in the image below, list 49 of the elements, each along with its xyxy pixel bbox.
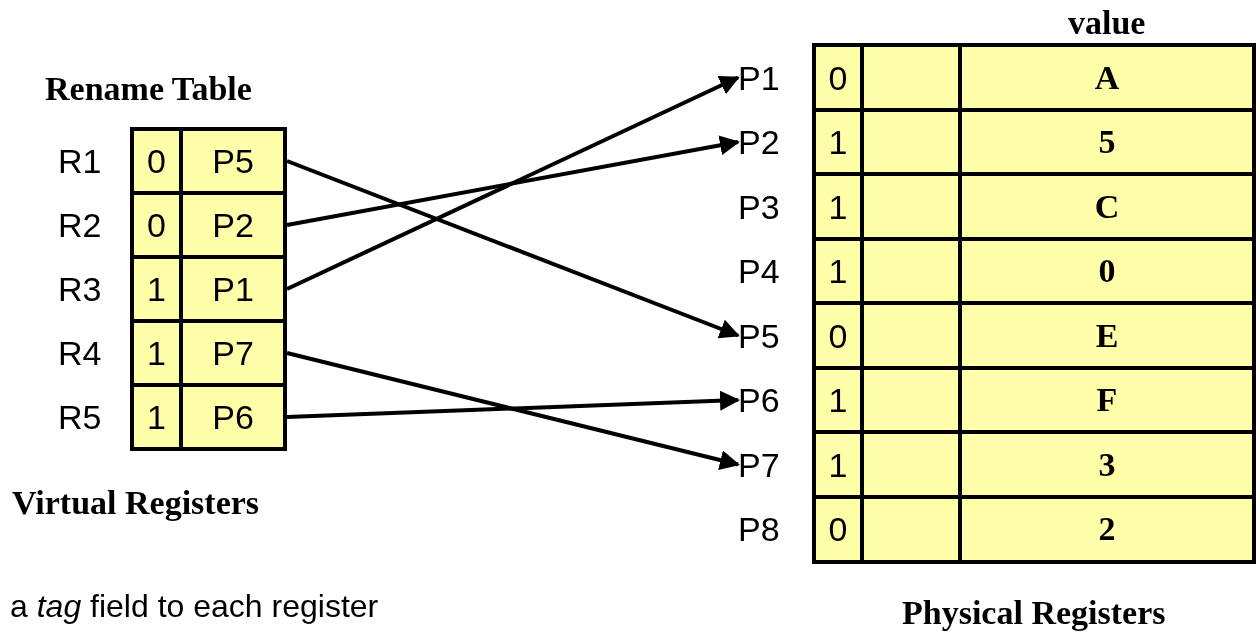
- arrow: [286, 351, 740, 470]
- register-value: 0: [962, 240, 1252, 302]
- register-name: R4: [58, 336, 103, 370]
- register-name: R5: [58, 400, 103, 434]
- physical-register-pointer: P7: [183, 323, 283, 383]
- register-name: R3: [58, 272, 103, 306]
- physical-register-pointer: P1: [183, 259, 283, 319]
- tag-bit: 1: [134, 387, 179, 447]
- physical-register-pointer: P5: [183, 131, 283, 191]
- register-value: 5: [962, 111, 1252, 173]
- arrow: [286, 75, 740, 291]
- tag-bit: 1: [816, 434, 860, 495]
- register-value: F: [962, 369, 1252, 431]
- table-title: Rename Table: [45, 72, 252, 106]
- physical-register-pointer: P2: [183, 195, 283, 255]
- note-text: a tag field to each register: [10, 590, 379, 622]
- column-header: value: [1068, 6, 1146, 40]
- register-value: A: [962, 47, 1252, 108]
- tag-bit: 1: [816, 369, 860, 431]
- register-value: C: [962, 176, 1252, 237]
- tag-bit: 1: [816, 240, 860, 302]
- tag-bit: 1: [816, 176, 860, 237]
- register-value: 2: [962, 498, 1252, 560]
- register-name: R1: [58, 144, 103, 178]
- tag-bit: 1: [134, 323, 179, 383]
- register-name: P3: [738, 189, 781, 224]
- register-name: P5: [738, 318, 781, 353]
- register-name: P1: [738, 60, 781, 95]
- register-name: P8: [738, 512, 781, 546]
- tag-bit: 0: [816, 305, 860, 366]
- arrow: [286, 135, 740, 227]
- tag-bit: 0: [134, 131, 179, 191]
- physical-register-pointer: P6: [183, 387, 283, 447]
- register-name: P4: [738, 254, 781, 288]
- register-name: P2: [738, 125, 781, 159]
- arrow: [286, 159, 740, 339]
- register-value: E: [962, 305, 1252, 366]
- arrow: [286, 390, 740, 419]
- register-value: 3: [962, 434, 1252, 495]
- tag-bit: 1: [134, 259, 179, 319]
- table-caption: Virtual Registers: [12, 486, 260, 520]
- register-name: R2: [58, 208, 103, 242]
- table-caption: Physical Registers: [902, 596, 1166, 630]
- register-name: P6: [738, 383, 781, 417]
- register-name: P7: [738, 447, 781, 482]
- tag-bit: 0: [816, 498, 860, 560]
- tag-bit: 1: [816, 111, 860, 173]
- tag-bit: 0: [134, 195, 179, 255]
- tag-bit: 0: [816, 47, 860, 108]
